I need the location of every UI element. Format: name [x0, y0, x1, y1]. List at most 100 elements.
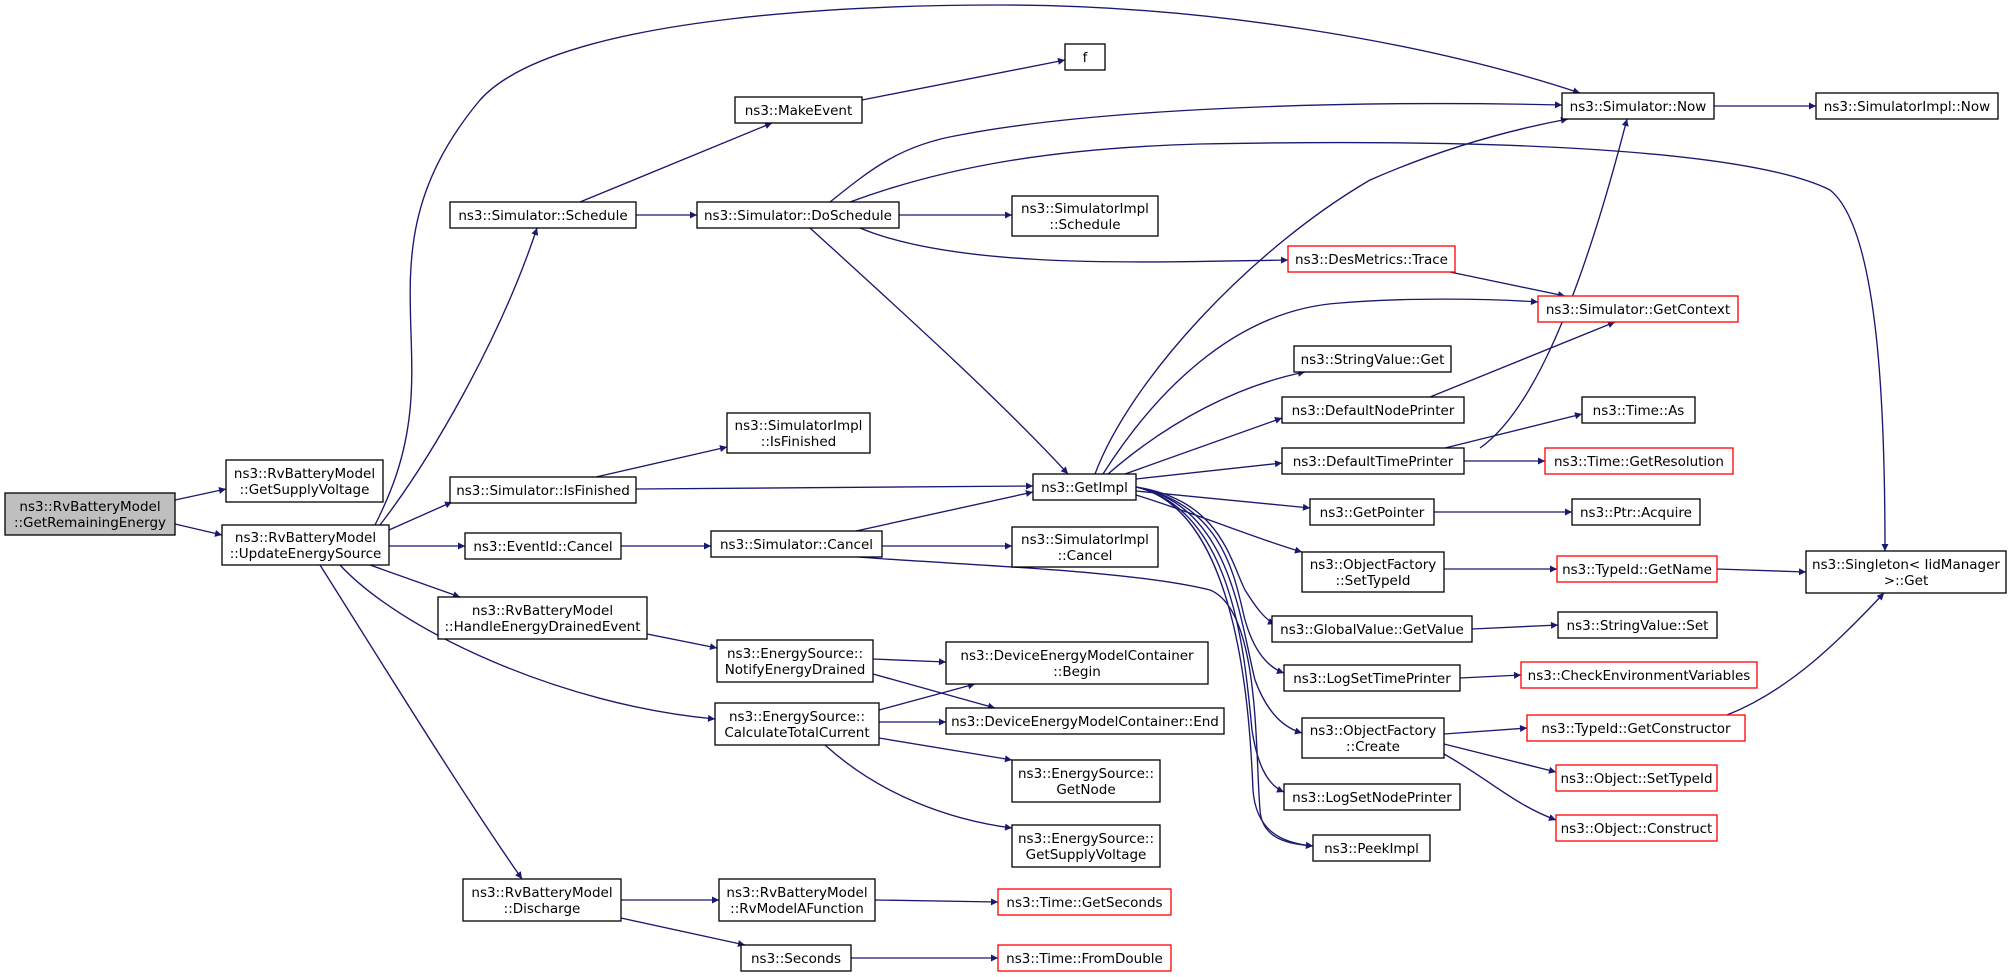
edge-updateEnergySource-to-simSchedule — [379, 227, 539, 526]
node-defNodePrinter[interactable]: ns3::DefaultNodePrinter — [1281, 396, 1465, 424]
edge-arrow — [1135, 460, 1283, 480]
node-doSchedule[interactable]: ns3::Simulator::DoSchedule — [696, 201, 900, 229]
node-f[interactable]: f — [1064, 43, 1106, 71]
node-seconds[interactable]: ns3::Seconds — [740, 944, 852, 972]
node-box — [1581, 396, 1696, 424]
node-box — [716, 639, 874, 683]
node-label: ::HandleEnergyDrainedEvent — [444, 619, 640, 635]
node-gvGetValue[interactable]: ns3::GlobalValue::GetValue — [1271, 615, 1473, 643]
node-implIsFinished[interactable]: ns3::SimulatorImpl::IsFinished — [726, 412, 871, 454]
node-implCancel[interactable]: ns3::SimulatorImpl::Cancel — [1011, 526, 1159, 568]
node-label: ns3::GetPointer — [1320, 505, 1425, 521]
node-label: ns3::ObjectFactory — [1310, 557, 1437, 573]
node-defTimePrinter[interactable]: ns3::DefaultTimePrinter — [1281, 447, 1465, 475]
node-root[interactable]: ns3::RvBatteryModel::GetRemainingEnergy — [4, 492, 176, 536]
node-implNow[interactable]: ns3::SimulatorImpl::Now — [1815, 92, 1999, 120]
node-simIsFinished[interactable]: ns3::Simulator::IsFinished — [449, 476, 637, 504]
node-stringValueSet[interactable]: ns3::StringValue::Set — [1557, 611, 1718, 639]
node-label: ns3::SimulatorImpl — [1021, 532, 1149, 548]
node-label: GetNode — [1056, 782, 1115, 798]
node-box — [1557, 611, 1718, 639]
node-updateEnergySource[interactable]: ns3::RvBatteryModel::UpdateEnergySource — [221, 524, 390, 566]
edge-getImpl-to-stringValueGet — [1107, 369, 1306, 475]
node-simNow[interactable]: ns3::Simulator::Now — [1561, 92, 1715, 120]
node-makeEvent[interactable]: ns3::MakeEvent — [734, 96, 863, 124]
node-demcEnd[interactable]: ns3::DeviceEnergyModelContainer::End — [945, 707, 1225, 735]
edge-getImpl-to-gvGetValue — [1135, 486, 1276, 625]
node-label: ::Discharge — [504, 901, 581, 917]
node-label: ns3::Time::FromDouble — [1006, 951, 1163, 967]
node-checkEnv[interactable]: ns3::CheckEnvironmentVariables — [1520, 661, 1758, 689]
node-box — [1555, 814, 1718, 842]
node-simGetContext[interactable]: ns3::Simulator::GetContext — [1537, 295, 1739, 323]
node-esGetNode[interactable]: ns3::EnergySource::GetNode — [1011, 759, 1161, 803]
node-typeIdGetCtor[interactable]: ns3::TypeId::GetConstructor — [1526, 714, 1746, 742]
node-calcCurrent[interactable]: ns3::EnergySource::CalculateTotalCurrent — [714, 702, 880, 746]
edge-arrow — [824, 744, 1013, 831]
node-ofSetTypeId[interactable]: ns3::ObjectFactory::SetTypeId — [1301, 551, 1445, 593]
node-box — [1815, 92, 1999, 120]
node-timeGetSeconds[interactable]: ns3::Time::GetSeconds — [997, 888, 1172, 916]
node-timeAs[interactable]: ns3::Time::As — [1581, 396, 1696, 424]
node-stringValueGet[interactable]: ns3::StringValue::Get — [1293, 345, 1452, 373]
node-esGetSupply[interactable]: ns3::EnergySource::GetSupplyVoltage — [1011, 824, 1161, 868]
edge-updateEnergySource-to-calcCurrent — [339, 564, 716, 722]
node-rvDischarge[interactable]: ns3::RvBatteryModel::Discharge — [462, 878, 622, 922]
node-logSetTimePrinter[interactable]: ns3::LogSetTimePrinter — [1283, 664, 1461, 692]
node-label: ns3::RvBatteryModel — [472, 603, 613, 619]
node-label: ns3::Simulator::Now — [1570, 99, 1707, 115]
edge-updateEnergySource-to-rvDischarge — [319, 564, 523, 880]
edge-ofCreate-to-objConstruct — [1443, 753, 1557, 821]
edge-arrow — [1726, 592, 1885, 716]
node-logSetNodePrinter[interactable]: ns3::LogSetNodePrinter — [1283, 783, 1461, 811]
node-simCancel[interactable]: ns3::Simulator::Cancel — [710, 530, 883, 558]
node-typeIdGetName[interactable]: ns3::TypeId::GetName — [1556, 555, 1718, 583]
node-label: ns3::Simulator::Cancel — [720, 537, 873, 553]
node-label: ns3::TypeId::GetName — [1562, 562, 1712, 578]
node-box — [1032, 473, 1137, 501]
node-ofCreate[interactable]: ns3::ObjectFactory::Create — [1301, 717, 1445, 759]
node-getImpl[interactable]: ns3::GetImpl — [1032, 473, 1137, 501]
node-label: ns3::Time::As — [1593, 403, 1685, 419]
node-eventIdCancel[interactable]: ns3::EventId::Cancel — [464, 532, 622, 560]
node-label: ns3::StringValue::Get — [1301, 352, 1445, 368]
node-rvModelA[interactable]: ns3::RvBatteryModel::RvModelAFunction — [718, 878, 876, 922]
node-label: ns3::StringValue::Set — [1567, 618, 1709, 634]
node-handleDrained[interactable]: ns3::RvBatteryModel::HandleEnergyDrained… — [437, 596, 648, 640]
edge-arrow — [1135, 486, 1303, 735]
edge-getImpl-to-defNodePrinter — [1124, 417, 1283, 475]
node-label: ns3::Object::Construct — [1561, 821, 1713, 837]
edge-arrow — [857, 556, 1314, 849]
node-label: ::Cancel — [1058, 548, 1113, 564]
node-singletonGet[interactable]: ns3::Singleton< IidManager >::Get — [1805, 550, 2007, 594]
node-label: ns3::Seconds — [751, 951, 841, 967]
edge-arrow — [174, 523, 223, 537]
node-notifyDrained[interactable]: ns3::EnergySource::NotifyEnergyDrained — [716, 639, 874, 683]
node-getSupplyVoltage[interactable]: ns3::RvBatteryModel::GetSupplyVoltage — [225, 459, 384, 503]
edge-arrow — [872, 658, 947, 666]
node-label: ns3::RvBatteryModel — [471, 885, 612, 901]
node-label: ns3::RvBatteryModel — [19, 499, 160, 515]
node-label: ns3::CheckEnvironmentVariables — [1528, 668, 1751, 684]
node-simSchedule[interactable]: ns3::Simulator::Schedule — [449, 201, 637, 229]
node-box — [1312, 834, 1431, 862]
node-box — [1293, 345, 1452, 373]
node-objSetTypeId[interactable]: ns3::Object::SetTypeId — [1555, 764, 1718, 792]
node-label: ns3::Time::GetSeconds — [1006, 895, 1162, 911]
edge-updateEnergySource-to-simIsFinished — [388, 501, 453, 531]
node-ptrAcquire[interactable]: ns3::Ptr::Acquire — [1571, 498, 1701, 526]
node-demcBegin[interactable]: ns3::DeviceEnergyModelContainer::Begin — [945, 641, 1209, 685]
node-desTrace[interactable]: ns3::DesMetrics::Trace — [1287, 245, 1456, 273]
node-implSchedule[interactable]: ns3::SimulatorImpl::Schedule — [1011, 195, 1159, 237]
node-peekImpl[interactable]: ns3::PeekImpl — [1312, 834, 1431, 862]
node-timeFromDouble[interactable]: ns3::Time::FromDouble — [997, 944, 1172, 972]
edge-ofCreate-to-typeIdGetCtor — [1443, 725, 1528, 735]
node-label: ns3::TypeId::GetConstructor — [1541, 721, 1731, 737]
node-timeGetRes[interactable]: ns3::Time::GetResolution — [1544, 447, 1734, 475]
node-getPointer[interactable]: ns3::GetPointer — [1309, 498, 1435, 526]
node-box — [945, 641, 1209, 685]
node-objConstruct[interactable]: ns3::Object::Construct — [1555, 814, 1718, 842]
edge-arrow — [878, 737, 1013, 763]
edge-arrow — [1094, 116, 1569, 475]
edge-doSchedule-to-getImpl — [809, 227, 1069, 475]
